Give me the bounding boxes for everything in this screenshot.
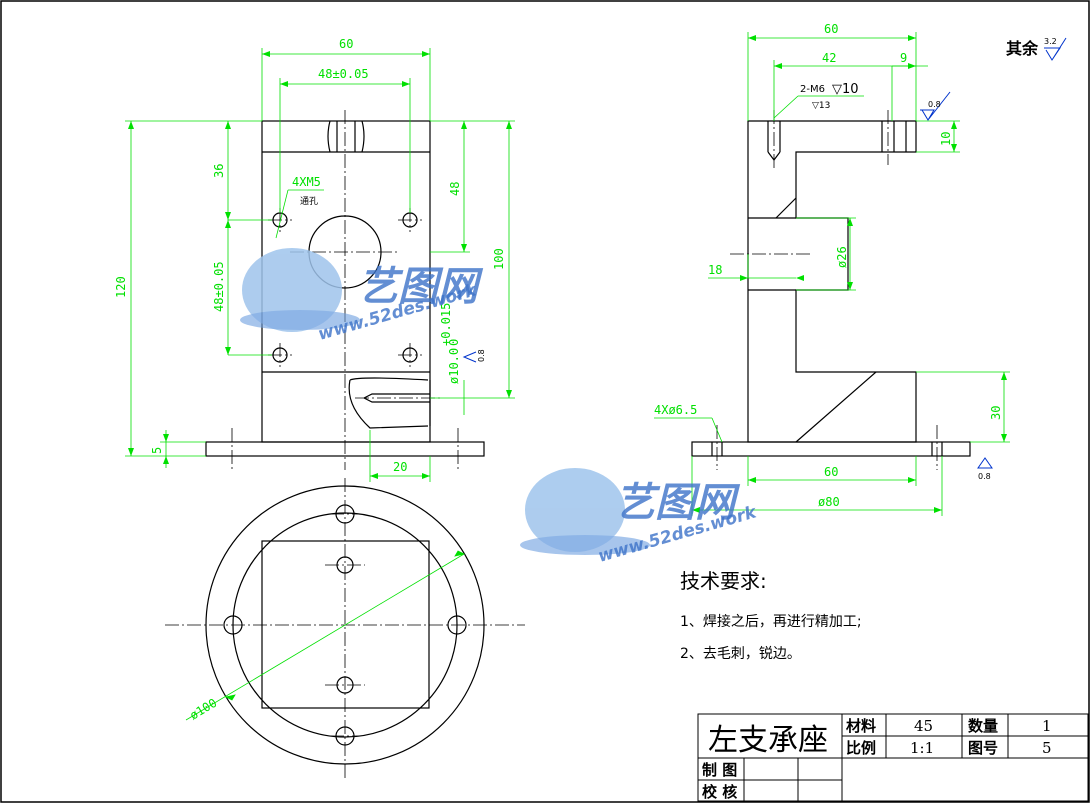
scale-label: 比例 (846, 739, 876, 757)
tech-requirement-2: 2、去毛刺，锐边。 (680, 646, 801, 662)
watermark-logo-2 (520, 468, 650, 555)
front-bore-tol-low: 0 (447, 339, 461, 346)
front-dim-48-tol-v: 48±0.05 (212, 261, 226, 312)
drawing-no-value: 5 (1042, 739, 1052, 757)
watermark-logo-1 (240, 248, 360, 332)
watermark-brand-1: 艺图网 (358, 264, 484, 310)
scale-value: 1:1 (910, 739, 934, 757)
front-dim-20: 20 (393, 460, 407, 474)
tech-requirement-1: 1、焊接之后，再进行精加工; (680, 613, 862, 630)
plan-view-centerlines (165, 478, 525, 780)
side-dim-42: 42 (822, 51, 836, 65)
material-label: 材料 (846, 717, 876, 735)
side-dim-60-top: 60 (824, 22, 838, 36)
side-dim-60-bot: 60 (824, 465, 838, 479)
side-dim-9: 9 (900, 51, 907, 65)
front-view-dimension-lines (125, 48, 515, 482)
general-roughness-label: 其余 (1006, 39, 1039, 58)
side-thread-note: 2-M6 (800, 84, 825, 95)
front-thread-sub: 通孔 (300, 196, 318, 207)
side-view-dimension-lines (654, 32, 1010, 516)
front-roughness-symbol (462, 351, 477, 363)
part-name: 左支承座 (708, 723, 828, 758)
front-bore-dia: ø10.0 (447, 348, 461, 384)
front-view-centerlines (231, 110, 459, 470)
checked-by-label: 校 核 (702, 783, 737, 801)
side-dia-26: ø26 (835, 246, 849, 268)
side-roughness-bot: 0.8 (978, 472, 991, 481)
side-roughness-bot-symbol (977, 457, 993, 469)
side-view-arrows (692, 35, 1007, 513)
side-dim-18: 18 (708, 263, 722, 277)
side-holes: 4Xø6.5 (654, 403, 697, 417)
side-roughness-top: 0.8 (928, 100, 941, 109)
front-dim-100: 100 (492, 248, 506, 270)
quantity-label: 数量 (968, 717, 998, 735)
front-dim-48-tol: 48±0.05 (318, 67, 369, 81)
side-thread-depth: ▽10 (832, 82, 859, 97)
front-thread-note: 4XM5 (292, 175, 321, 189)
front-dim-5: 5 (150, 447, 164, 454)
general-roughness-symbol (1044, 37, 1067, 61)
material-value: 45 (914, 717, 933, 735)
front-dim-48: 48 (448, 182, 462, 196)
drawn-by-label: 制 图 (702, 761, 737, 779)
side-view (691, 120, 971, 457)
front-bore-tol: +0.015 (439, 303, 453, 346)
front-dim-60: 60 (339, 37, 353, 51)
front-roughness-value: 0.8 (477, 349, 486, 362)
side-drill-depth: ▽13 (812, 101, 830, 111)
side-dia-80: ø80 (818, 495, 840, 509)
watermark-brand-2: 艺图网 (615, 480, 741, 526)
title-block-grid (697, 713, 1089, 802)
drawing-no-label: 图号 (968, 739, 998, 757)
plan-dia-line (185, 550, 466, 721)
front-view-arrows (128, 51, 512, 479)
side-dim-30: 30 (989, 406, 1003, 420)
side-roughness-top-symbol (920, 91, 951, 121)
quantity-value: 1 (1042, 717, 1052, 735)
front-dim-36: 36 (212, 164, 226, 178)
general-roughness-value: 3.2 (1044, 37, 1057, 46)
plan-dia-100: ø100 (187, 696, 219, 723)
front-dim-120: 120 (114, 276, 128, 298)
side-dim-10: 10 (939, 132, 953, 146)
tech-requirements-heading: 技术要求: (680, 569, 767, 593)
